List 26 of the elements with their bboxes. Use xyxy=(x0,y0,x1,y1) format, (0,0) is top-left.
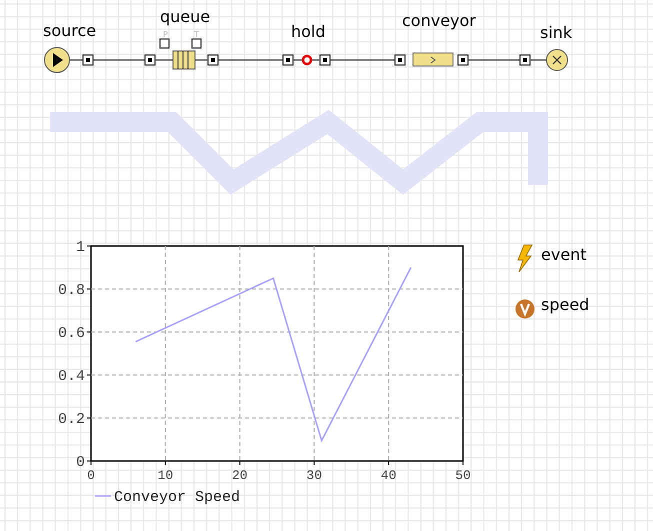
tick-label: 0.2 xyxy=(58,411,85,428)
legend-label: Conveyor Speed xyxy=(114,489,240,506)
tick-label: 0.4 xyxy=(58,368,85,385)
connector-line xyxy=(330,59,395,61)
connector-line xyxy=(93,59,145,61)
connector-line xyxy=(468,59,520,61)
tick-label: 30 xyxy=(306,468,322,483)
connector-line xyxy=(218,59,283,61)
tick-label: 0 xyxy=(87,468,95,483)
tick-label: 10 xyxy=(158,468,174,483)
tick-label: 20 xyxy=(232,468,248,483)
tick-label: 1 xyxy=(76,239,85,256)
port-label: T xyxy=(194,30,199,40)
block-name: queue xyxy=(160,8,210,26)
block-name: sink xyxy=(540,24,572,42)
element-name: speed xyxy=(541,296,590,314)
block-name: hold xyxy=(291,23,326,41)
tick-label: 50 xyxy=(455,468,471,483)
tick-label: 0 xyxy=(76,454,85,471)
block-name: source xyxy=(43,22,96,40)
tick-label: 0.8 xyxy=(58,282,85,299)
element-name: event xyxy=(541,246,587,264)
tick-label: 40 xyxy=(380,468,396,483)
block-name: conveyor xyxy=(402,12,476,30)
tick-label: 0.6 xyxy=(58,325,85,342)
port-label: P xyxy=(163,30,168,40)
